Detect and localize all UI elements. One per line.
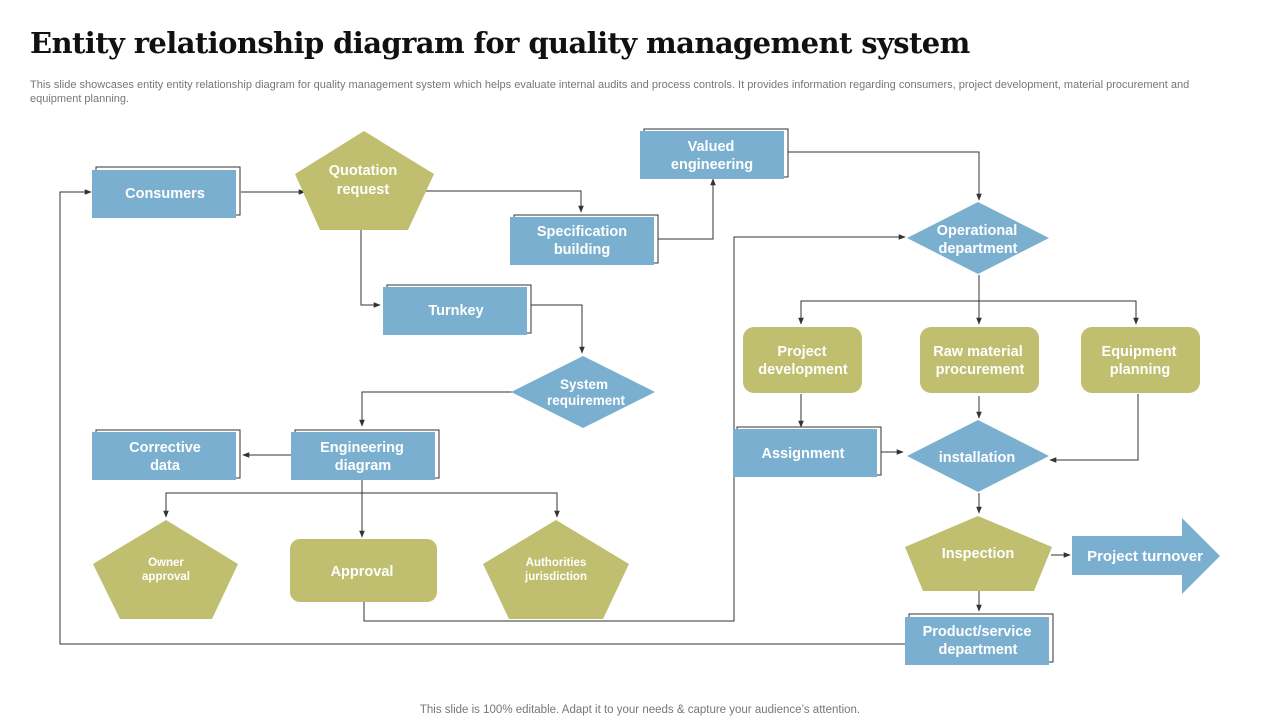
node-approval[interactable]: Approval — [290, 539, 437, 602]
connector-system-requirement-to-engineering — [359, 391, 513, 427]
node-label: Project turnover — [1087, 548, 1203, 565]
node-label: request — [337, 182, 390, 198]
node-label: planning — [1110, 362, 1170, 378]
node-label: Equipment — [1102, 344, 1177, 360]
connector-product-service-to-consumers — [59, 189, 905, 645]
page-description: This slide showcases entity entity relat… — [30, 79, 1190, 105]
node-label: Consumers — [125, 186, 205, 202]
node-engineering-diagram[interactable]: Engineering diagram — [291, 429, 440, 480]
connector-operational-to-project-dev — [798, 275, 980, 325]
node-turnkey[interactable]: Turnkey — [383, 284, 532, 335]
node-label: Project — [777, 344, 826, 360]
node-label: Specification — [537, 224, 627, 240]
connector-valued-to-operational — [788, 151, 982, 201]
connector-specification-to-valued — [658, 178, 716, 240]
node-label: building — [554, 242, 610, 258]
node-label: Operational — [937, 223, 1018, 239]
node-label: data — [150, 458, 181, 474]
node-assignment[interactable]: Assignment — [733, 426, 882, 477]
node-product-service-department[interactable]: Product/service department — [905, 613, 1054, 665]
node-label: Assignment — [762, 446, 845, 462]
node-label: Owner — [148, 557, 184, 569]
node-quotation-request[interactable]: Quotation request — [295, 131, 434, 230]
node-label: Quotation — [329, 163, 397, 179]
connector-quotation-to-specification — [425, 190, 584, 213]
connector-operational-to-equipment — [979, 300, 1139, 325]
node-label: diagram — [335, 458, 391, 474]
node-label: department — [939, 241, 1018, 257]
node-project-development[interactable]: Project development — [743, 327, 862, 393]
node-label: development — [758, 362, 848, 378]
node-label: Engineering — [320, 440, 404, 456]
node-label: procurement — [936, 362, 1025, 378]
node-consumers[interactable]: Consumers — [92, 166, 241, 218]
node-label: Corrective — [129, 440, 201, 456]
node-specification-building[interactable]: Specification building — [510, 214, 659, 265]
node-corrective-data[interactable]: Corrective data — [92, 429, 241, 480]
footer-note: This slide is 100% editable. Adapt it to… — [419, 704, 861, 716]
node-label: approval — [142, 571, 190, 583]
node-operational-department[interactable]: Operational department — [907, 202, 1049, 274]
node-label: Authorities — [526, 557, 587, 569]
connector-approval-to-operational — [363, 234, 906, 622]
node-raw-material-procurement[interactable]: Raw material procurement — [920, 327, 1039, 393]
node-label: Inspection — [942, 546, 1015, 562]
node-valued-engineering[interactable]: Valued engineering — [640, 128, 789, 179]
node-installation[interactable]: installation — [907, 420, 1049, 492]
node-label: department — [939, 642, 1018, 658]
node-label: jurisdiction — [524, 571, 587, 583]
node-authorities-jurisdiction[interactable]: Authorities jurisdiction — [483, 520, 629, 619]
node-system-requirement[interactable]: System requirement — [511, 356, 655, 428]
node-label: Approval — [331, 564, 394, 580]
node-label: Valued — [688, 139, 735, 155]
node-label: Product/service — [923, 624, 1032, 640]
node-equipment-planning[interactable]: Equipment planning — [1081, 327, 1200, 393]
connector-turnkey-to-system-requirement — [530, 304, 585, 354]
connectors — [59, 151, 1139, 645]
node-inspection[interactable]: Inspection — [905, 516, 1052, 591]
page-title: Entity relationship diagram for quality … — [30, 26, 970, 60]
connector-quotation-to-turnkey — [360, 230, 381, 308]
node-owner-approval[interactable]: Owner approval — [93, 520, 238, 619]
node-label: installation — [939, 450, 1016, 466]
connector-engineering-to-owner — [163, 492, 362, 518]
connector-engineering-to-authorities — [362, 492, 560, 518]
node-label: requirement — [547, 393, 626, 408]
node-label: Raw material — [933, 344, 1022, 360]
node-label: System — [560, 377, 608, 392]
connector-equipment-to-installation — [1049, 394, 1139, 463]
node-project-turnover[interactable]: Project turnover — [1072, 518, 1220, 594]
node-label: Turnkey — [428, 303, 483, 319]
node-label: engineering — [671, 157, 753, 173]
